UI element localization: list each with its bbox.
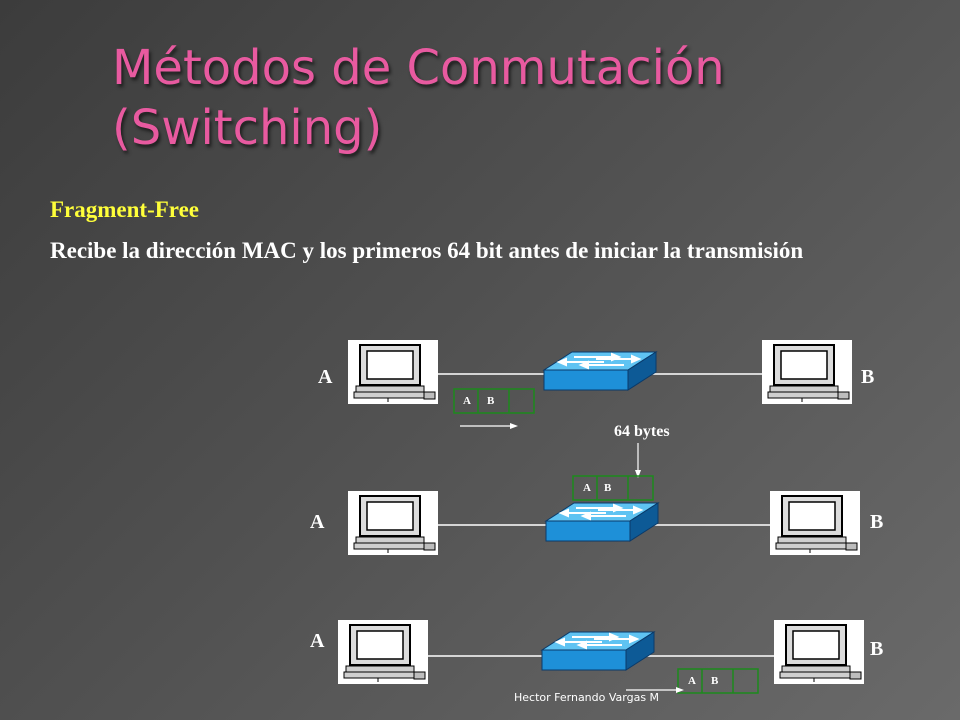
switch-icon <box>543 351 657 391</box>
host-b-label: B <box>870 511 884 533</box>
size-label: 64 bytes <box>614 423 670 440</box>
computer-icon <box>773 619 865 685</box>
computer-icon <box>347 490 439 556</box>
host-b-label: B <box>870 638 884 660</box>
arrow-icon <box>626 687 684 693</box>
host-a-label: A <box>310 630 325 652</box>
host-a-label: A <box>310 511 325 533</box>
arrow-icon <box>460 423 518 429</box>
slide-title: Métodos de Conmutación (Switching) <box>112 40 725 156</box>
computer-icon <box>347 339 439 405</box>
frame-src-label: A <box>463 395 471 407</box>
switch-icon <box>545 502 659 542</box>
frame-src-label: A <box>583 482 591 494</box>
frame-dst-label: B <box>604 482 612 494</box>
slide-description: Recibe la dirección MAC y los primeros 6… <box>50 238 804 263</box>
computer-icon <box>761 339 853 405</box>
host-a-label: A <box>318 366 333 388</box>
frame-dst-label: B <box>711 675 719 687</box>
footer-author: Hector Fernando Vargas M <box>514 691 660 704</box>
slide-subtitle: Fragment-Free <box>50 197 199 222</box>
computer-icon <box>769 490 861 556</box>
computer-icon <box>337 619 429 685</box>
arrow-icon <box>635 443 641 478</box>
switch-icon <box>541 631 655 671</box>
host-b-label: B <box>861 366 875 388</box>
frame-src-label: A <box>688 675 696 687</box>
frame-dst-label: B <box>487 395 495 407</box>
